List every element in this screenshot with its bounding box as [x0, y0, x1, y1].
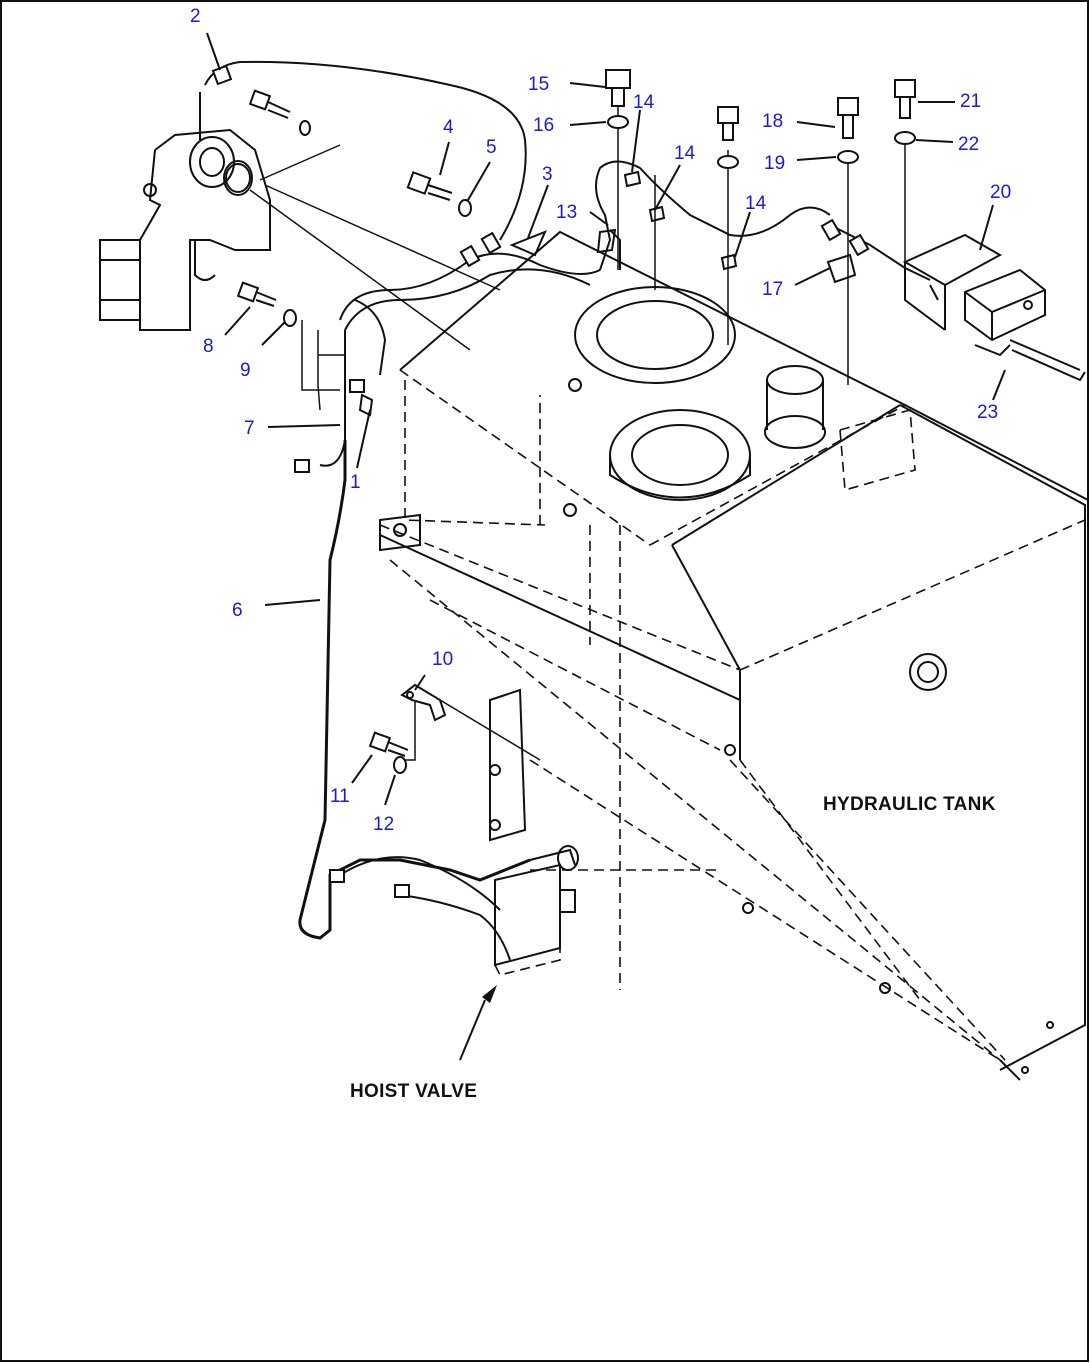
switch-23 [964, 268, 1086, 382]
callout-1: 1 [350, 472, 361, 493]
callout-17: 17 [762, 279, 783, 300]
callout-8: 8 [203, 336, 214, 357]
callout-leaders [206, 32, 1006, 806]
bolt-8 [236, 281, 277, 307]
callout-numbers: 1 2 3 4 5 6 7 8 9 10 11 12 13 14 14 14 1… [190, 6, 1011, 835]
washer-16 [607, 115, 629, 129]
callout-4: 4 [443, 117, 454, 138]
callout-23: 23 [977, 402, 998, 423]
callout-22: 22 [958, 134, 979, 155]
callout-14c: 14 [745, 193, 767, 214]
washer-9 [283, 309, 297, 327]
callout-3: 3 [542, 164, 553, 185]
bolt-4 [406, 171, 453, 201]
bolt-11 [368, 731, 409, 757]
relay-box-20 [902, 233, 1003, 331]
callout-2: 2 [190, 6, 201, 27]
callout-21: 21 [960, 91, 981, 112]
washer-12 [393, 756, 407, 774]
bolt-18 [837, 97, 859, 139]
callout-15: 15 [528, 74, 549, 95]
bolt-21 [894, 79, 916, 119]
callout-5: 5 [486, 137, 497, 158]
hydraulic-tank [379, 230, 1089, 1081]
callout-13: 13 [556, 202, 577, 223]
callout-9: 9 [240, 360, 251, 381]
callout-10: 10 [432, 649, 453, 670]
callout-14a: 14 [633, 92, 655, 113]
label-hoist-valve: HOIST VALVE [350, 1081, 477, 1102]
washer-19 [837, 150, 859, 164]
callout-11: 11 [330, 786, 350, 807]
clamp-10 [400, 683, 447, 722]
hardware [223, 69, 1086, 774]
bolt-15 [605, 69, 631, 107]
label-hydraulic-tank: HYDRAULIC TANK [823, 794, 996, 815]
manifold-block [99, 128, 271, 331]
callout-14b: 14 [674, 143, 696, 164]
callout-7: 7 [244, 418, 255, 439]
callout-6: 6 [232, 600, 243, 621]
callout-16: 16 [533, 115, 554, 136]
callout-12: 12 [373, 814, 394, 835]
callout-19: 19 [764, 153, 785, 174]
washer-5 [458, 199, 472, 217]
callout-18: 18 [762, 111, 783, 132]
washer-22 [894, 131, 916, 145]
callout-20: 20 [990, 182, 1011, 203]
